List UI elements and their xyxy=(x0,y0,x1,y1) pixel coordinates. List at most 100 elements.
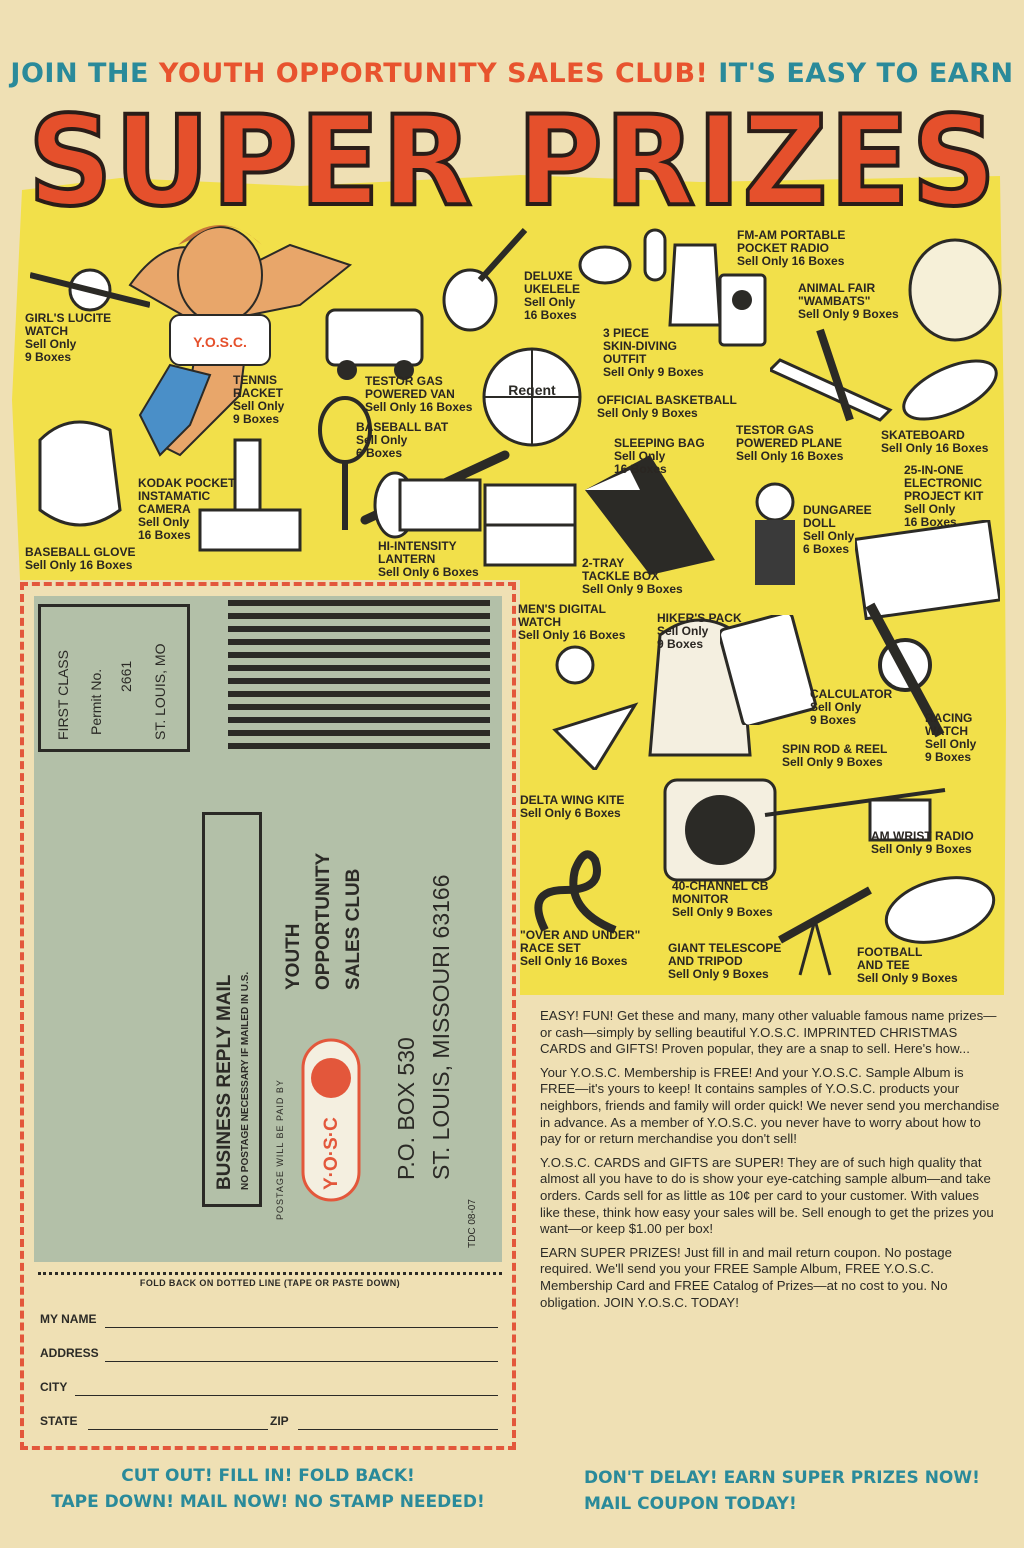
diving-outfit-art xyxy=(578,228,722,327)
prize-label-cb-monitor: 40-CHANNEL CB MONITOR Sell Only 9 Boxes xyxy=(672,879,773,919)
prize-label-kodak-camera: KODAK POCKET INSTAMATIC CAMERA Sell Only… xyxy=(138,476,236,542)
state-line[interactable] xyxy=(88,1429,268,1430)
zip-line[interactable] xyxy=(298,1429,498,1430)
address-line[interactable] xyxy=(105,1361,498,1362)
prize-label-lantern: HI-INTENSITY LANTERN Sell Only 6 Boxes xyxy=(378,539,479,579)
po-box: P.O. BOX 530 xyxy=(393,1037,419,1180)
org-name-line3: SALES CLUB xyxy=(343,868,364,990)
prize-label-digital-watch: MEN'S DIGITAL WATCH Sell Only 16 Boxes xyxy=(518,602,626,642)
reply-city: ST. LOUIS, MISSOURI 63166 xyxy=(428,874,454,1180)
name-label: MY NAME xyxy=(40,1312,97,1326)
ukelele-art xyxy=(442,227,528,332)
prize-label-sleeping-bag: SLEEPING BAG Sell Only 16 Boxes xyxy=(614,436,705,476)
telescope-art xyxy=(778,886,872,976)
svg-text:SUPER PRIZES: SUPER PRIZES xyxy=(28,92,998,222)
postage-permit-box xyxy=(38,604,190,752)
lantern-art xyxy=(373,471,482,539)
sleeping-bag-art xyxy=(585,455,715,575)
svg-text:Y.O.S.C.: Y.O.S.C. xyxy=(193,334,247,350)
body-paragraph-2: Your Y.O.S.C. Membership is FREE! And yo… xyxy=(540,1064,1000,1147)
org-name-line2: OPPORTUNITY xyxy=(313,852,334,990)
cb-monitor-art xyxy=(663,778,777,882)
business-reply-box xyxy=(202,812,262,1207)
yosc-logo: Y·O·S·C xyxy=(301,1038,361,1202)
rod-and-radio-art xyxy=(764,788,946,842)
name-row[interactable]: MY NAME xyxy=(40,1312,498,1330)
city-line[interactable] xyxy=(75,1395,498,1396)
calculator-art xyxy=(720,615,817,725)
cta-line1: DON'T DELAY! EARN SUPER PRIZES NOW! xyxy=(584,1468,980,1488)
project-kit-art xyxy=(855,520,1000,620)
prize-label-am-wrist-radio: AM WRIST RADIO Sell Only 9 Boxes xyxy=(871,829,974,856)
prize-label-lucite-watch: GIRL'S LUCITE WATCH Sell Only 9 Boxes xyxy=(25,311,112,364)
baseball-glove-art xyxy=(38,420,122,527)
headline: JOIN THE YOUTH OPPORTUNITY SALES CLUB! I… xyxy=(10,58,1014,89)
svg-text:Y·O·S·C: Y·O·S·C xyxy=(321,1117,342,1190)
coupon-instructions: CUT OUT! FILL IN! FOLD BACK! TAPE DOWN! … xyxy=(20,1463,516,1515)
prize-label-gas-van: TESTOR GAS POWERED VAN Sell Only 16 Boxe… xyxy=(365,374,473,414)
prize-label-racing-watch: RACING WATCH Sell Only 9 Boxes xyxy=(925,711,977,764)
prize-label-telescope: GIANT TELESCOPE AND TRIPOD Sell Only 9 B… xyxy=(668,941,782,981)
lucite-watch-art xyxy=(30,268,150,312)
body-paragraph-4: EARN SUPER PRIZES! Just fill in and mail… xyxy=(540,1244,952,1310)
prize-label-basketball: OFFICIAL BASKETBALL Sell Only 9 Boxes xyxy=(597,393,737,420)
zip-label: ZIP xyxy=(270,1414,289,1428)
prize-label-dungaree-doll: DUNGAREE DOLL Sell Only 6 Boxes xyxy=(803,503,872,556)
permit-city: ST. LOUIS, MO xyxy=(152,643,168,740)
no-postage-notice: NO POSTAGE NECESSARY IF MAILED IN U.S. xyxy=(240,971,251,1190)
fold-instruction: FOLD BACK ON DOTTED LINE (TAPE OR PASTE … xyxy=(139,1278,401,1288)
address-label: ADDRESS xyxy=(40,1346,99,1360)
prize-label-pocket-radio: FM-AM PORTABLE POCKET RADIO Sell Only 16… xyxy=(737,228,846,268)
prize-label-calculator: CALCULATOR Sell Only 9 Boxes xyxy=(810,687,893,727)
permit-number: 2661 xyxy=(118,660,134,692)
postage-paid-by: POSTAGE WILL BE PAID BY xyxy=(275,1079,285,1220)
prize-label-skateboard: SKATEBOARD Sell Only 16 Boxes xyxy=(881,428,989,455)
coupon-instructions-line1: CUT OUT! FILL IN! FOLD BACK! xyxy=(121,1466,415,1486)
state-zip-row[interactable]: STATE ZIP xyxy=(40,1414,498,1432)
permit-label: Permit No. xyxy=(88,668,104,735)
state-label: STATE xyxy=(40,1414,78,1428)
prize-label-hikers-pack: HIKER'S PACK Sell Only 9 Boxes xyxy=(657,611,742,651)
prize-label-project-kit: 25-IN-ONE ELECTRONIC PROJECT KIT Sell On… xyxy=(904,463,984,529)
prize-label-spin-rod: SPIN ROD & REEL Sell Only 9 Boxes xyxy=(782,742,888,769)
address-row[interactable]: ADDRESS xyxy=(40,1346,498,1364)
fold-dotted-line xyxy=(38,1272,502,1275)
first-class-label: FIRST CLASS xyxy=(55,650,71,740)
basketball-art: Regent xyxy=(482,347,582,447)
body-paragraph-3: Y.O.S.C. CARDS and GIFTS are SUPER! They… xyxy=(540,1154,994,1237)
kodak-camera-art xyxy=(198,438,302,552)
business-reply-title: BUSINESS REPLY MAIL xyxy=(214,974,235,1190)
cta-line2: MAIL COUPON TODAY! xyxy=(584,1494,797,1514)
body-copy: EASY! FUN! Get these and many, many othe… xyxy=(540,1008,1002,1318)
tdc-code: TDC 08-07 xyxy=(467,1199,478,1248)
tackle-box-art xyxy=(483,483,577,567)
gas-plane-art xyxy=(770,328,893,422)
prize-label-gas-plane: TESTOR GAS POWERED PLANE Sell Only 16 Bo… xyxy=(736,423,844,463)
prize-label-tennis-racket: TENNIS RACKET Sell Only 9 Boxes xyxy=(233,373,285,426)
org-name-line1: YOUTH xyxy=(283,923,304,991)
prize-label-ukelele: DELUXE UKELELE Sell Only 16 Boxes xyxy=(524,269,581,322)
mascot-illustration: Y.O.S.C. xyxy=(128,225,353,457)
prize-label-tackle-box: 2-TRAY TACKLE BOX Sell Only 9 Boxes xyxy=(582,556,683,596)
prize-label-baseball-glove: BASEBALL GLOVE Sell Only 16 Boxes xyxy=(25,545,136,572)
dungaree-doll-art xyxy=(755,482,795,585)
prize-label-football: FOOTBALL AND TEE Sell Only 9 Boxes xyxy=(857,945,958,985)
racing-watch-art xyxy=(865,602,945,738)
football-art xyxy=(884,876,996,944)
reply-mail-bars xyxy=(228,600,490,760)
svg-text:Regent: Regent xyxy=(508,382,556,398)
super-prizes-title: SUPER PRIZES xyxy=(26,92,998,222)
name-line[interactable] xyxy=(105,1327,498,1328)
prize-label-skin-diving: 3 PIECE SKIN-DIVING OUTFIT Sell Only 9 B… xyxy=(603,326,704,379)
skateboard-art xyxy=(902,359,998,421)
prize-label-baseball-bat: BASEBALL BAT Sell Only 6 Boxes xyxy=(356,420,449,460)
tennis-racket-art xyxy=(318,396,372,530)
city-label: CITY xyxy=(40,1380,68,1394)
body-paragraph-1: EASY! FUN! Get these and many, many othe… xyxy=(540,1008,997,1057)
prize-label-wambats: ANIMAL FAIR "WAMBATS" Sell Only 9 Boxes xyxy=(798,281,899,321)
wambats-art xyxy=(908,238,1002,342)
prize-label-race-set: "OVER AND UNDER" RACE SET Sell Only 16 B… xyxy=(520,928,641,968)
city-row[interactable]: CITY xyxy=(40,1380,498,1398)
race-set-art xyxy=(534,850,617,934)
call-to-action: DON'T DELAY! EARN SUPER PRIZES NOW! MAIL… xyxy=(584,1465,1004,1517)
